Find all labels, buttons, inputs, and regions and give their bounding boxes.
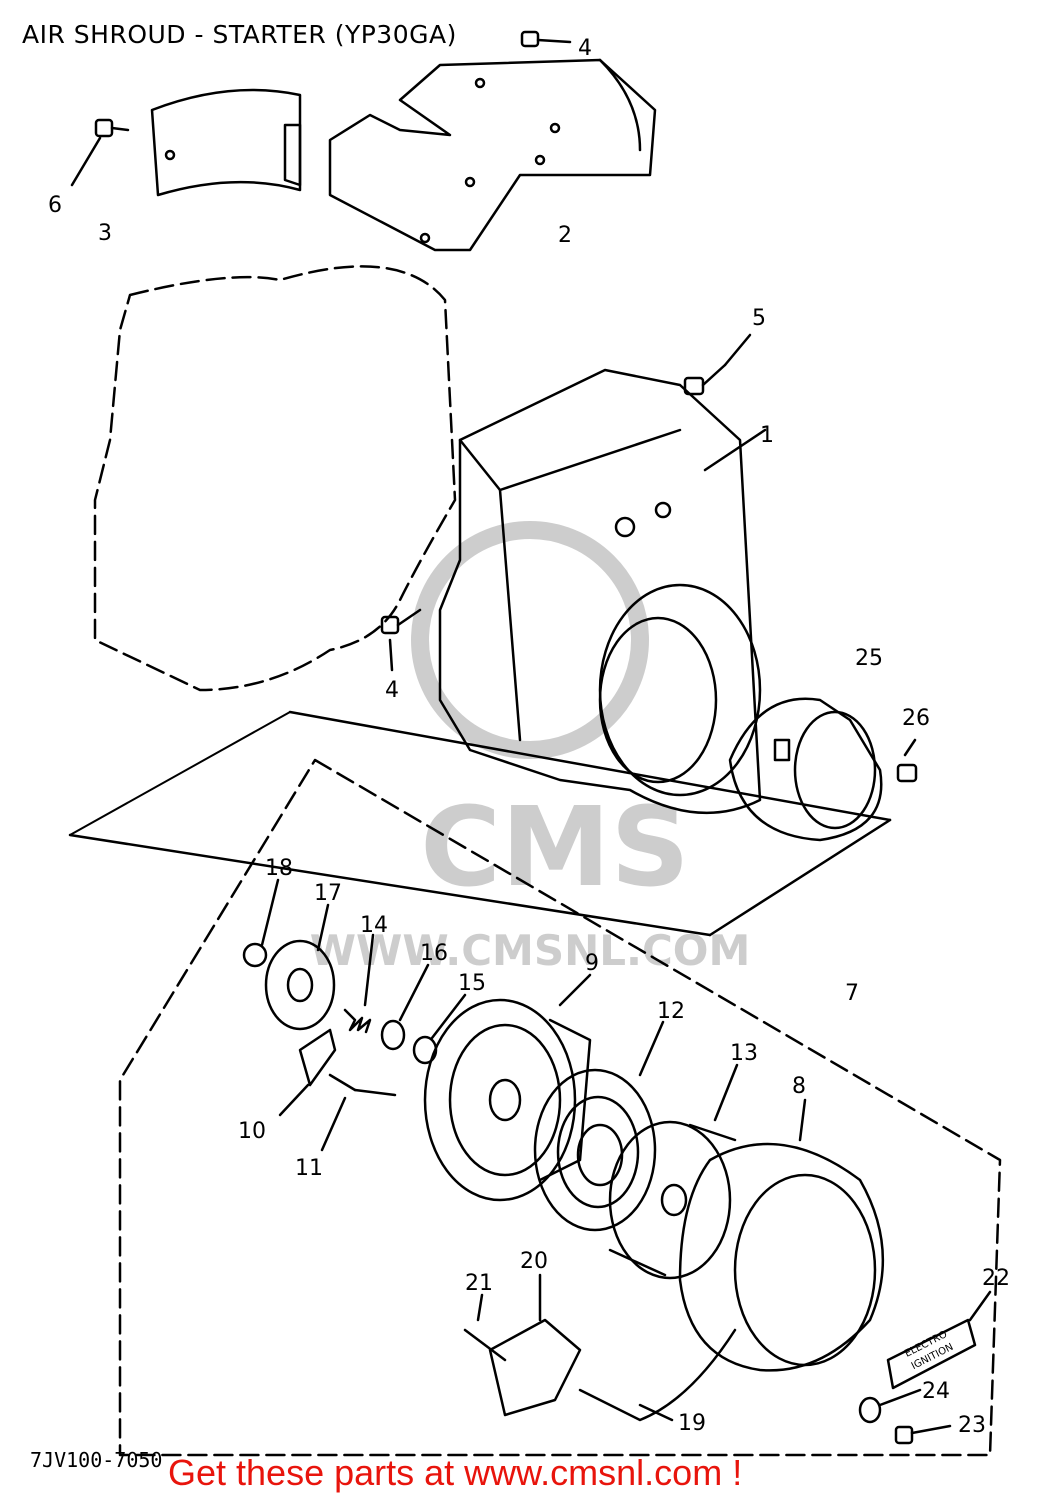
drawing-code: 7JV100-7050 xyxy=(30,1448,163,1472)
part-11-pin xyxy=(320,1073,397,1152)
part-17-washer xyxy=(264,903,336,1031)
callout-24: 24 xyxy=(922,1379,950,1404)
part-10-pawl xyxy=(278,1028,337,1117)
watermark-logo-text: CMS xyxy=(420,783,689,911)
part-4-top-bolt xyxy=(520,30,572,48)
callout-labels: 1 2 3 4 4 5 6 7 8 9 10 11 12 13 14 15 16… xyxy=(48,36,1010,1438)
callout-20: 20 xyxy=(520,1249,548,1274)
callout-22: 22 xyxy=(982,1266,1010,1291)
part-25-starter-pulley xyxy=(728,697,883,842)
label-plate-lettering: ELECTRO IGNITION xyxy=(903,1329,955,1372)
part-20-handle xyxy=(488,1273,582,1417)
callout-12: 12 xyxy=(657,999,685,1024)
callout-21: 21 xyxy=(465,1271,493,1296)
part-15-washer xyxy=(412,993,467,1065)
part-3-shroud-plate xyxy=(150,88,302,197)
callout-19: 19 xyxy=(678,1411,706,1436)
part-13-plate xyxy=(608,1063,739,1280)
part-2-top-shroud xyxy=(328,58,657,252)
watermark-url: WWW.CMSNL.COM xyxy=(310,926,751,975)
part-9-rope-reel xyxy=(423,973,592,1202)
callout-16: 16 xyxy=(420,941,448,966)
part-7-assembly-box xyxy=(118,758,1002,1457)
watermark: CMS WWW.CMSNL.COM xyxy=(310,521,751,975)
part-23-bolt xyxy=(894,1424,952,1445)
part-12-spiral-spring xyxy=(533,1020,665,1232)
part-16-collar xyxy=(380,963,430,1051)
part-19-rope xyxy=(578,1328,737,1422)
callout-6: 6 xyxy=(48,193,62,218)
part-14-spring xyxy=(343,933,375,1034)
promo-link[interactable]: Get these parts at www.cmsnl.com ! xyxy=(168,1452,743,1493)
callout-18: 18 xyxy=(265,856,293,881)
part-1-air-shroud xyxy=(438,368,767,815)
callout-7: 7 xyxy=(845,981,859,1006)
watermark-logo-circle xyxy=(411,521,649,759)
callout-10: 10 xyxy=(238,1119,266,1144)
callout-2: 2 xyxy=(558,223,572,248)
callout-25: 25 xyxy=(855,646,883,671)
callout-11: 11 xyxy=(295,1156,323,1181)
callout-26: 26 xyxy=(902,706,930,731)
callout-8: 8 xyxy=(792,1074,806,1099)
callout-5: 5 xyxy=(752,306,766,331)
callout-9: 9 xyxy=(585,951,599,976)
callout-4-side: 4 xyxy=(385,678,399,703)
callout-14: 14 xyxy=(360,913,388,938)
part-24-washer xyxy=(858,1388,922,1424)
part-6-bolt xyxy=(70,118,130,187)
callout-17: 17 xyxy=(314,881,342,906)
callout-4-top: 4 xyxy=(578,36,592,61)
callout-1: 1 xyxy=(760,423,774,448)
callout-15: 15 xyxy=(458,971,486,996)
part-26-bolt xyxy=(896,738,918,783)
part-4-side-bolt xyxy=(380,608,422,672)
engine-outline xyxy=(93,265,457,692)
callout-23: 23 xyxy=(958,1413,986,1438)
callout-3: 3 xyxy=(98,221,112,246)
diagram-title: AIR SHROUD - STARTER (YP30GA) xyxy=(22,20,457,49)
part-21-pin xyxy=(463,1293,507,1362)
part-8-starter-case xyxy=(678,1098,885,1372)
part-18-nut xyxy=(242,878,280,968)
part-22-label-plate xyxy=(886,1290,992,1390)
part-5-bolt xyxy=(683,333,752,396)
callout-13: 13 xyxy=(730,1041,758,1066)
